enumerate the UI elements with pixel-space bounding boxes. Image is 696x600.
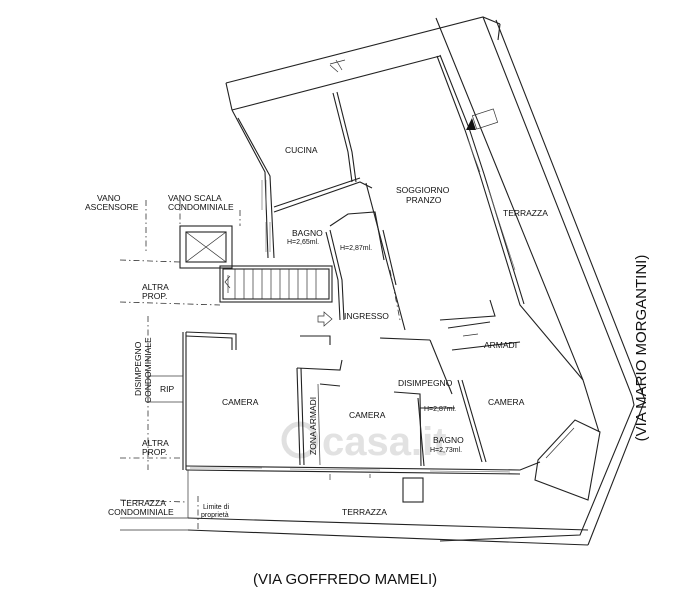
label-disimpegno: DISIMPEGNO [398, 378, 453, 388]
street-labels: (VIA GOFFREDO MAMELI) (VIA MARIO MORGANT… [253, 255, 650, 588]
street-label-bottom: (VIA GOFFREDO MAMELI) [253, 571, 437, 588]
label-altra-prop-bottom-2: PROP. [142, 447, 167, 457]
label-ingresso-height: H=2,87ml. [340, 245, 372, 252]
label-cucina: CUCINA [285, 145, 318, 155]
label-disimpegno-condominiale-2: CONDOMINIALE [143, 337, 153, 403]
stair-steps [224, 269, 317, 299]
watermark-text: casa.it [322, 420, 447, 464]
label-camera-right: CAMERA [488, 397, 525, 407]
label-terrazza-bottom: TERRAZZA [342, 507, 387, 517]
label-pranzo: PRANZO [406, 195, 442, 205]
label-limite-2: proprietà [201, 512, 229, 519]
street-label-right: (VIA MARIO MORGANTINI) [633, 255, 650, 442]
label-camera-mid: CAMERA [349, 410, 386, 420]
label-armadi: ARMADI [484, 340, 517, 350]
label-terrazza-right: TERRAZZA [503, 208, 548, 218]
label-vano-ascensore-2: ASCENSORE [85, 202, 139, 212]
label-terrazza-condominiale-2: CONDOMINIALE [108, 507, 174, 517]
label-bagno-bottom-height: H=2,73ml. [430, 447, 462, 454]
label-soggiorno: SOGGIORNO [396, 185, 450, 195]
label-limite-1: Limite di [203, 504, 230, 511]
label-vano-ascensore-1: VANO [97, 193, 121, 203]
label-rip: RIP [160, 384, 175, 394]
label-ingresso: INGRESSO [344, 311, 389, 321]
label-altra-prop-top-2: PROP. [142, 291, 167, 301]
label-altra-prop-top-1: ALTRA [142, 282, 169, 292]
room-labels: CUCINA SOGGIORNO PRANZO TERRAZZA BAGNO H… [85, 145, 548, 519]
label-terrazza-condominiale-1: TERRAZZA [121, 498, 166, 508]
label-disimpegno-condominiale-1: DISIMPEGNO [133, 341, 143, 396]
label-bagno-top: BAGNO [292, 228, 323, 238]
inner-walls [119, 54, 601, 532]
label-vano-scala-1: VANO SCALA [168, 193, 222, 203]
outer-walls [120, 16, 646, 546]
label-camera-left: CAMERA [222, 397, 259, 407]
label-bagno-bottom: BAGNO [433, 435, 464, 445]
label-bagno-top-height: H=2,65ml. [287, 239, 319, 246]
label-altra-prop-bottom-1: ALTRA [142, 438, 169, 448]
label-disimpegno-height: H=2,87ml. [424, 406, 456, 413]
label-zona-armadi: ZONA ARMADI [308, 397, 318, 455]
label-vano-scala-2: CONDOMINIALE [168, 202, 234, 212]
